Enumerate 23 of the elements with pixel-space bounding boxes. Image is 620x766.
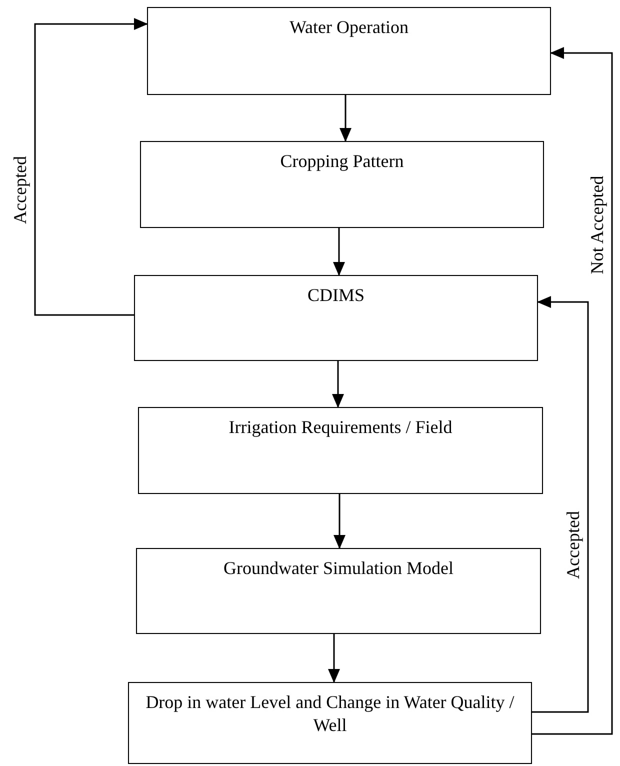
arrow [532,296,589,713]
box-label: Irrigation Requirements / Field [228,416,452,439]
edge-label: Not Accepted [588,176,606,274]
box-label: Groundwater Simulation Model [224,557,454,580]
process-box [128,682,532,764]
edge-label: Accepted [564,511,582,579]
arrow [333,228,345,276]
arrow [34,18,148,316]
process-box [136,548,541,634]
box-label: CDIMS [307,284,364,307]
process-box [134,275,538,361]
edge-label: Accepted [11,156,29,224]
process-box [147,7,551,95]
process-box [140,141,544,228]
box-label: Cropping Pattern [280,150,404,173]
process-box [138,407,543,494]
arrow [532,47,613,735]
box-label: Water Operation [290,16,408,39]
arrow [334,494,346,549]
arrow [332,361,344,408]
box-label: Drop in water Level and Change in Water Quality / Well [144,691,516,738]
arrow [340,95,352,142]
arrow [328,634,340,683]
